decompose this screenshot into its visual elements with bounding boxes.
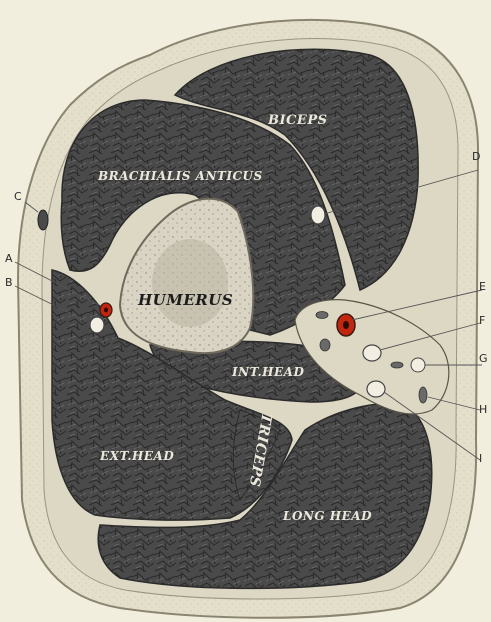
label-ext-head: EXT.HEAD xyxy=(99,449,174,463)
label-long-head: LONG HEAD xyxy=(282,509,372,523)
label-letter-b: B xyxy=(5,276,13,289)
label-letter-g: G xyxy=(479,352,488,365)
label-letter-e: E xyxy=(479,280,486,293)
label-letter-h: H xyxy=(479,403,487,416)
vessel-g xyxy=(391,362,403,368)
label-biceps: BICEPS xyxy=(267,113,328,128)
nerve-i xyxy=(367,381,385,397)
label-letter-c: C xyxy=(14,190,22,203)
vessel-h xyxy=(419,387,427,403)
vein-e1 xyxy=(316,312,328,319)
vessel-d xyxy=(311,206,325,224)
brachial-artery-lumen xyxy=(343,321,349,329)
vessel-c xyxy=(38,210,48,230)
nerve-f xyxy=(363,345,381,361)
label-letter-d: D xyxy=(472,150,480,163)
artery-a-lumen xyxy=(104,308,108,313)
vessel-g2 xyxy=(411,358,425,372)
label-letter-i: I xyxy=(479,452,482,465)
label-letter-a: A xyxy=(5,252,13,265)
humerus-marrow xyxy=(152,239,228,327)
nerve-b xyxy=(90,317,104,333)
label-brachialis-anticus: BRACHIALIS ANTICUS xyxy=(97,169,263,183)
vein-e2 xyxy=(320,339,330,351)
label-int-head: INT.HEAD xyxy=(231,365,304,379)
label-letter-f: F xyxy=(479,314,485,327)
label-humerus: HUMERUS xyxy=(137,291,233,309)
